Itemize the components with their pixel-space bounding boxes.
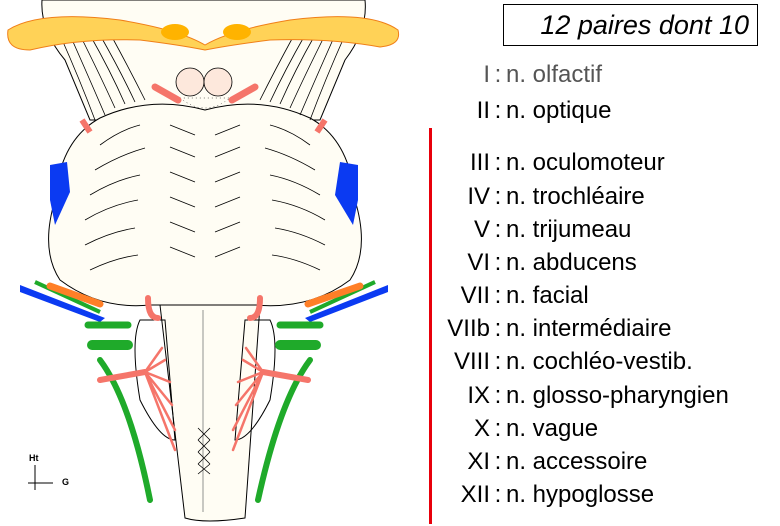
nerve-row: IX:n. glosso-pharyngien [420, 381, 729, 411]
nerve-name: n. trijumeau [506, 216, 632, 243]
nerve-name: n. vague [506, 415, 599, 442]
nerve-row: VIII:n. cochléo-vestib. [420, 347, 693, 377]
nerves-VI-VII-VIII-left [20, 280, 105, 322]
separator: : [494, 61, 502, 88]
nerve-V-right [335, 162, 358, 225]
pons-fibers [84, 124, 326, 512]
nerve-name: n. glosso-pharyngien [506, 382, 729, 409]
nerve-IV [79, 118, 328, 134]
nerve-number: IV [467, 183, 490, 210]
nerve-row: X:n. vague [420, 414, 598, 444]
separator: : [494, 382, 502, 409]
nerve-row: VI:n. abducens [420, 248, 637, 278]
orientation-marker [28, 465, 53, 490]
title-box: 12 paires dont 10 [503, 4, 758, 46]
orientation-side-label: G [62, 477, 70, 487]
nerve-number: VIII [453, 348, 490, 375]
nerve-row: XI:n. accessoire [420, 447, 647, 477]
nerve-name: n. intermédiaire [506, 315, 672, 342]
separator: : [494, 448, 502, 475]
medulla-oblongata [159, 304, 261, 522]
nerve-name: n. abducens [506, 249, 637, 276]
nerve-row: II:n. optique [420, 96, 612, 126]
nerves-IX-X-XI [84, 321, 324, 503]
nerve-row: III:n. oculomoteur [420, 148, 665, 178]
brainstem-diagram [7, 0, 400, 522]
nerve-number: XI [467, 448, 490, 475]
nerve-number: VI [467, 249, 490, 276]
nerve-number: II [476, 97, 490, 124]
nerve-number: VII [460, 282, 490, 309]
nerve-row: VIIb:n. intermédiaire [420, 314, 671, 344]
nerve-name: n. hypoglosse [506, 481, 655, 508]
separator: : [494, 216, 502, 243]
separator: : [494, 249, 502, 276]
separator: : [494, 415, 502, 442]
separator: : [494, 149, 502, 176]
nerve-name: n. oculomoteur [506, 149, 665, 176]
separator: : [494, 97, 502, 124]
separator: : [494, 183, 502, 210]
nerve-name: n. cochléo-vestib. [506, 348, 693, 375]
nerve-III [151, 83, 259, 104]
pons [48, 103, 362, 307]
nerve-number: V [473, 216, 490, 243]
nerve-number: IX [467, 382, 490, 409]
separator: : [494, 315, 502, 342]
nerve-name: n. accessoire [506, 448, 648, 475]
nerve-name: n. facial [506, 282, 589, 309]
nerve-row: I:n. olfactif [420, 60, 602, 90]
nerve-number: III [469, 149, 490, 176]
separator: : [494, 348, 502, 375]
nerve-V-left [50, 162, 70, 225]
nerve-XII [97, 346, 311, 452]
bracket-line [429, 128, 432, 524]
peduncle-fibers [59, 34, 346, 121]
nerve-number: XII [460, 481, 490, 508]
separator: : [494, 481, 502, 508]
separator: : [494, 282, 502, 309]
nerve-number: VIIb [447, 315, 490, 342]
nerve-name: n. olfactif [506, 61, 603, 88]
nerve-name: n. trochléaire [506, 183, 645, 210]
nerve-row: XII:n. hypoglosse [420, 480, 654, 510]
nerve-row: IV:n. trochléaire [420, 182, 645, 212]
nerve-row: VII:n. facial [420, 281, 589, 311]
nerve-name: n. optique [506, 97, 612, 124]
nerve-number: I [483, 61, 490, 88]
nerves-VI-VII-VIII-right [304, 280, 388, 322]
nerve-row: V:n. trijumeau [420, 215, 631, 245]
orientation-up-label: Ht [29, 453, 39, 463]
nerve-number: X [473, 415, 490, 442]
